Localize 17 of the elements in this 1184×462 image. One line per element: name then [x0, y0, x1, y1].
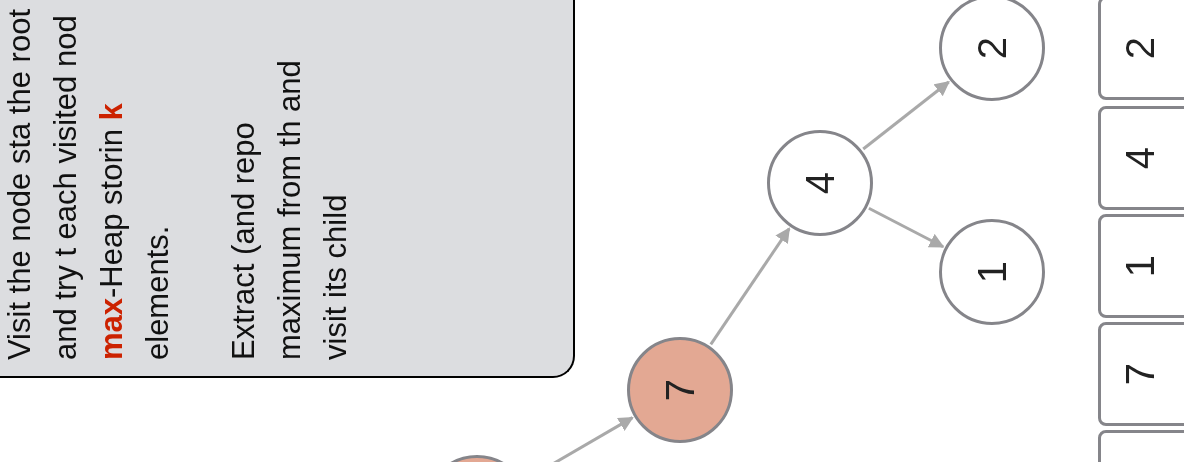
arrow — [709, 227, 791, 346]
note-box — [0, 0, 575, 378]
array-cell — [1098, 214, 1184, 318]
array-cell — [1098, 0, 1184, 100]
arrow — [868, 206, 945, 249]
array-value: 4 — [1117, 146, 1164, 170]
node-value: 2 — [969, 36, 1015, 60]
array-value: 7 — [1117, 362, 1164, 386]
description-text: Extract (and repo maximum from th and visit its child — [225, 59, 354, 360]
array-value: 2 — [1117, 36, 1164, 60]
array-cell — [1098, 106, 1184, 210]
array-value: 1 — [1117, 254, 1164, 278]
node-value: 1 — [969, 260, 1015, 284]
node-value: 4 — [797, 171, 843, 195]
array-cell — [1098, 322, 1184, 426]
arrow — [862, 80, 950, 151]
node-value: 7 — [657, 378, 703, 402]
